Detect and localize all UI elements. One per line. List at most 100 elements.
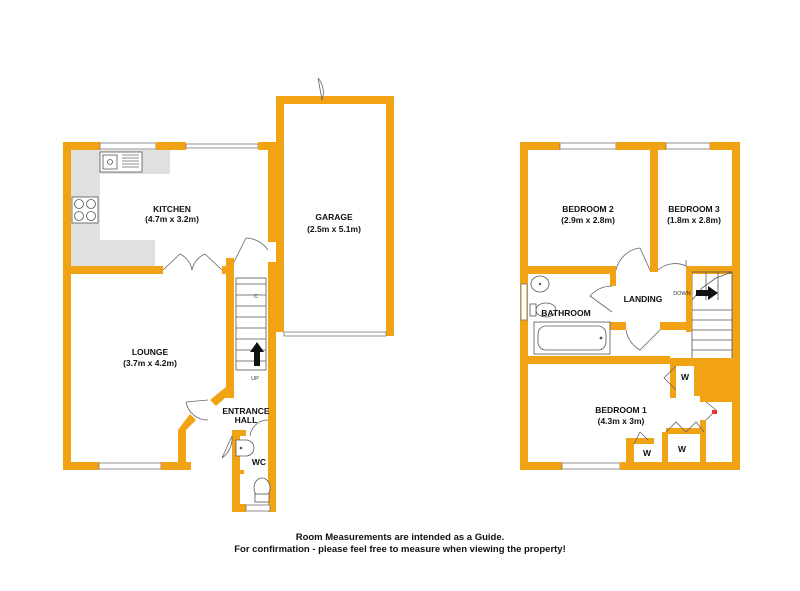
footer-note-line2: For confirmation - please feel free to m… <box>234 544 566 555</box>
entrance-hall-label-2: HALL <box>235 415 258 425</box>
bedroom1-label: BEDROOM 1 <box>595 405 647 415</box>
kitchen-dims: (4.7m x 3.2m) <box>145 214 199 224</box>
door-bedroom3 <box>657 260 687 271</box>
stairs-up-arrow-icon <box>250 342 264 366</box>
door-hall-kitchen <box>233 237 269 263</box>
wall-garage-right <box>386 96 394 336</box>
footer-note-line1: Room Measurements are intended as a Guid… <box>296 532 505 543</box>
hob-icon <box>71 196 99 224</box>
stairs-down-arrow-icon <box>696 286 718 300</box>
wall-stairs-left <box>686 272 692 332</box>
wall-kitchen-top-right <box>156 142 186 150</box>
wall-garage-top-left <box>276 96 324 104</box>
wall-garage-left <box>276 96 284 332</box>
wall-bath-right <box>610 266 616 286</box>
ground-floor: KITCHEN (4.7m x 3.2m) GARAGE (2.5m x 5.1… <box>63 77 394 512</box>
door-bedroom2 <box>615 247 651 271</box>
wall-ff-bottom-left <box>520 462 562 470</box>
door-entrance <box>249 419 269 437</box>
door-kitchen-lounge <box>162 253 223 271</box>
bedroom3-label: BEDROOM 3 <box>668 204 720 214</box>
bedroom2-label: BEDROOM 2 <box>562 204 614 214</box>
garage-door <box>283 331 387 337</box>
door-wardrobe-lower <box>665 421 705 433</box>
first-floor: BEDROOM 2 (2.9m x 2.8m) BEDROOM 3 (1.8m … <box>520 142 740 470</box>
wall-ff-top-right <box>710 142 740 150</box>
wall-wc-divider <box>240 470 244 474</box>
wall-hall-right <box>268 262 276 512</box>
wall-w2-left <box>662 432 668 466</box>
wall-lounge-bottom-right <box>161 462 191 470</box>
wall-bed3-bottom <box>686 266 740 274</box>
wall-hall-left <box>226 258 234 398</box>
stairs-down-label: DOWN <box>673 291 690 297</box>
stairs-up-label: UP <box>251 376 259 382</box>
window-lounge <box>98 462 162 470</box>
wall-w1-top <box>626 438 654 444</box>
wc-basin-icon <box>235 439 255 457</box>
wall-left <box>63 142 71 470</box>
bath-toilet-icon <box>529 302 557 318</box>
window-wc <box>245 504 271 512</box>
door-bathroom <box>589 285 613 313</box>
cupboard-label: C <box>254 294 258 300</box>
wall-lounge-bottom-left <box>63 462 99 470</box>
door-bedroom1 <box>625 329 661 351</box>
window-bathroom <box>520 283 528 321</box>
stairs-ground <box>235 277 267 371</box>
wall-ff-top-left <box>520 142 560 150</box>
wall-ff-top-mid <box>616 142 666 150</box>
boiler-marker-icon <box>712 410 717 414</box>
window-bedroom3 <box>665 142 711 150</box>
wall-landing-lower <box>660 322 690 330</box>
bath-basin-icon <box>530 275 550 293</box>
wall-bath-landing <box>610 322 626 330</box>
garage-dims: (2.5m x 5.1m) <box>307 224 361 234</box>
bathtub-icon <box>533 321 611 355</box>
wall-kitchen-top-left <box>63 142 100 150</box>
garage-label: GARAGE <box>315 212 353 222</box>
wall-cupboard-left <box>700 420 706 466</box>
door-wc <box>221 435 233 459</box>
door-hall-lounge <box>185 399 209 421</box>
wall-bed1-wardrobe-top <box>670 358 694 366</box>
wall-lounge-bay <box>178 430 186 470</box>
wall-bed2-bottom <box>520 266 616 274</box>
wall-cupboard-top <box>700 396 734 402</box>
wc-label: WC <box>252 457 266 467</box>
window-kitchen <box>99 142 157 150</box>
sink-icon <box>99 151 143 173</box>
toilet-icon <box>253 477 271 503</box>
wall-wardrobe-left <box>670 362 676 398</box>
wall-entrance-bottom-left <box>232 504 246 512</box>
bathroom-label: BATHROOM <box>541 308 590 318</box>
entrance-hall-label-1: ENTRANCE <box>222 406 270 416</box>
wall-bath-bottom <box>520 356 670 364</box>
kitchen-label: KITCHEN <box>153 204 191 214</box>
wardrobe-label-upper: W <box>681 372 690 382</box>
window-bedroom2 <box>559 142 617 150</box>
bedroom2-dims: (2.9m x 2.8m) <box>561 215 615 225</box>
bedroom3-dims: (1.8m x 2.8m) <box>667 215 721 225</box>
wall-hall-left-lower <box>232 430 240 512</box>
wall-bed2-bed3 <box>650 142 658 272</box>
stairs-first <box>691 271 733 361</box>
wall-w1-left <box>626 440 634 466</box>
wall-garage-top-right <box>322 96 392 104</box>
window-bedroom1 <box>561 462 621 470</box>
wall-lounge-angle <box>178 414 196 430</box>
wall-ff-right <box>732 142 740 470</box>
landing-label: LANDING <box>624 294 663 304</box>
wardrobe-label-lower-left: W <box>643 448 652 458</box>
wall-wc-top <box>232 430 246 436</box>
door-garage-top <box>317 77 324 101</box>
wall-kitchen-top-end <box>258 142 276 150</box>
lounge-dims: (3.7m x 4.2m) <box>123 358 177 368</box>
wall-stairs-bottom <box>686 358 740 366</box>
kitchen-counter-bottom <box>70 240 155 268</box>
lounge-label: LOUNGE <box>132 347 169 357</box>
bedroom1-dims: (4.3m x 3m) <box>598 416 645 426</box>
sliding-door-kitchen <box>185 143 259 149</box>
wall-kitchen-lounge <box>63 266 163 274</box>
